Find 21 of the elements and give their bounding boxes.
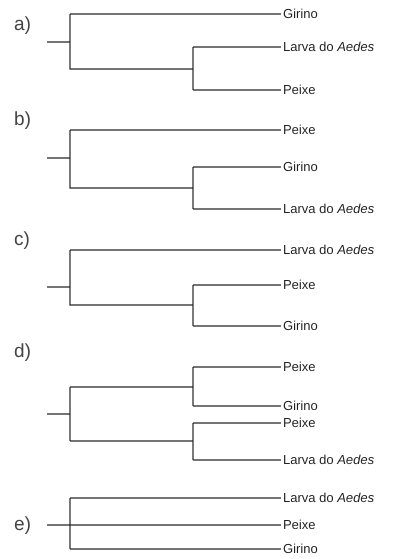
taxon-label: Girino: [283, 541, 318, 556]
taxon-label: Peixe: [283, 359, 316, 374]
taxon-label: Peixe: [283, 122, 316, 137]
taxon-label: Larva do Aedes: [283, 452, 374, 467]
taxon-label: Peixe: [283, 415, 316, 430]
option-letter: e): [14, 514, 31, 536]
taxon-label: Girino: [283, 159, 318, 174]
taxon-label: Peixe: [283, 517, 316, 532]
option-letter: c): [14, 229, 30, 251]
taxon-label: Peixe: [283, 277, 316, 292]
taxon-label: Girino: [283, 398, 318, 413]
option-letter: a): [14, 14, 31, 36]
taxon-label: Larva do Aedes: [283, 39, 374, 54]
taxon-label: Peixe: [283, 82, 316, 97]
option-letter: d): [14, 341, 31, 363]
taxon-label: Larva do Aedes: [283, 490, 374, 505]
taxon-label: Larva do Aedes: [283, 242, 374, 257]
taxon-label: Girino: [283, 318, 318, 333]
option-letter: b): [14, 109, 31, 131]
taxon-label: Larva do Aedes: [283, 201, 374, 216]
taxon-label: Girino: [283, 6, 318, 21]
